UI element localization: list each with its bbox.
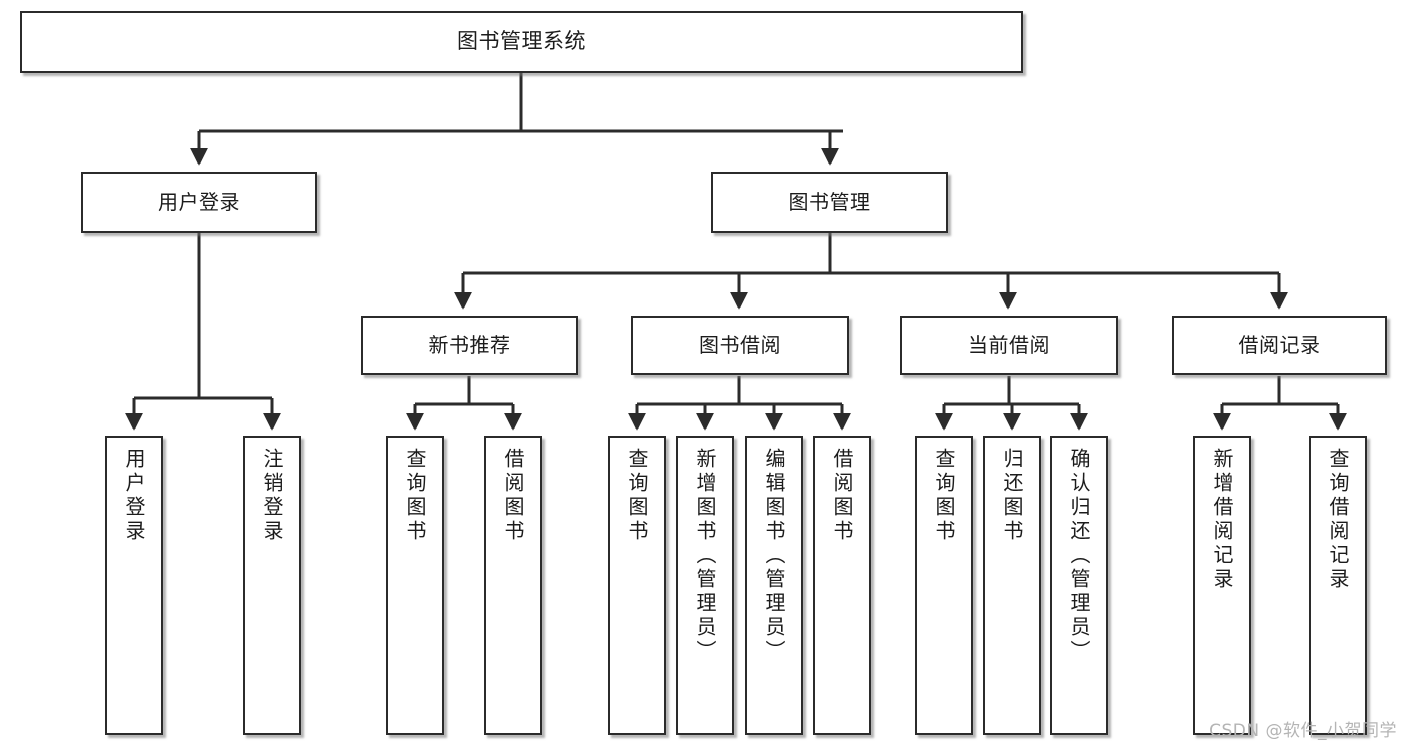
node-label: 新书推荐	[428, 333, 511, 358]
node-label: 图书借阅	[699, 333, 781, 358]
node-root-system[interactable]: 图书管理系统	[20, 11, 1023, 73]
csdn-watermark: CSDN @软件_小贺同学	[1209, 721, 1397, 741]
node-label: 用户登录	[122, 448, 146, 544]
leaf-borrow-query-book[interactable]: 查询图书	[608, 436, 666, 735]
node-current-borrow[interactable]: 当前借阅	[900, 316, 1118, 375]
leaf-recommend-borrow-book[interactable]: 借阅图书	[484, 436, 542, 735]
node-label: 图书管理	[788, 190, 871, 215]
node-label: 借阅图书	[830, 448, 854, 544]
node-label: 借阅记录	[1238, 333, 1321, 358]
leaf-borrow-add-book-admin[interactable]: 新增图书（管理员）	[676, 436, 734, 735]
node-label: 确认归还（管理员）	[1067, 448, 1091, 664]
node-label: 用户登录	[158, 190, 240, 215]
node-user-login[interactable]: 用户登录	[81, 172, 317, 233]
node-label: 图书管理系统	[457, 29, 586, 54]
node-label: 归还图书	[1000, 448, 1024, 544]
node-new-book-recommend[interactable]: 新书推荐	[361, 316, 578, 375]
node-label: 新增借阅记录	[1210, 448, 1234, 592]
leaf-borrow-edit-book-admin[interactable]: 编辑图书（管理员）	[745, 436, 803, 735]
node-label: 查询图书	[932, 448, 956, 544]
leaf-record-add-borrow-record[interactable]: 新增借阅记录	[1193, 436, 1251, 735]
node-label: 当前借阅	[968, 333, 1050, 358]
leaf-current-return-book[interactable]: 归还图书	[983, 436, 1041, 735]
leaf-current-confirm-return-admin[interactable]: 确认归还（管理员）	[1050, 436, 1108, 735]
node-label: 查询图书	[403, 448, 427, 544]
node-label: 查询借阅记录	[1326, 448, 1350, 592]
node-label: 编辑图书（管理员）	[762, 448, 786, 664]
node-book-borrow[interactable]: 图书借阅	[631, 316, 849, 375]
node-label: 新增图书（管理员）	[693, 448, 717, 664]
node-label: 查询图书	[625, 448, 649, 544]
node-label: 借阅图书	[501, 448, 525, 544]
leaf-recommend-query-book[interactable]: 查询图书	[386, 436, 444, 735]
leaf-borrow-borrow-book[interactable]: 借阅图书	[813, 436, 871, 735]
leaf-current-query-book[interactable]: 查询图书	[915, 436, 973, 735]
node-borrow-record[interactable]: 借阅记录	[1172, 316, 1387, 375]
leaf-logout[interactable]: 注销登录	[243, 436, 301, 735]
leaf-user-login[interactable]: 用户登录	[105, 436, 163, 735]
node-book-management[interactable]: 图书管理	[711, 172, 948, 233]
node-label: 注销登录	[260, 448, 284, 544]
leaf-record-query-borrow-record[interactable]: 查询借阅记录	[1309, 436, 1367, 735]
